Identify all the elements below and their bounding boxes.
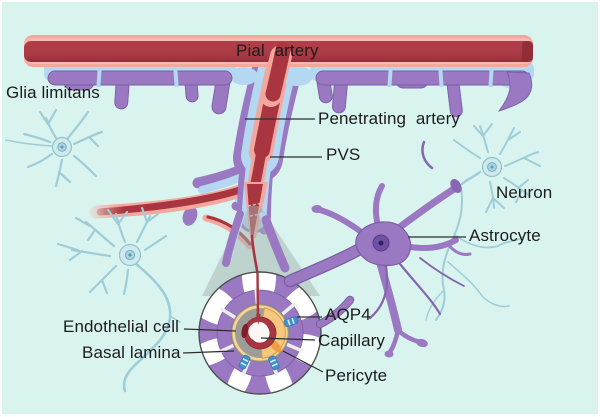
label-pial-artery: Pial artery — [236, 41, 319, 60]
leader-pericyte — [282, 350, 324, 373]
leader-basal-lamina — [182, 350, 235, 354]
label-aqp4: AQP4 — [325, 305, 371, 324]
label-pvs: PVS — [326, 145, 361, 164]
label-endothelial-cell: Endothelial cell — [63, 317, 179, 336]
astrocyte-cell — [283, 140, 472, 358]
endothelial-nucleus — [241, 323, 249, 339]
glia-limitans-band — [47, 69, 533, 118]
inset-circle-border — [198, 271, 322, 395]
magnifier-cone — [202, 206, 320, 296]
aqp4-channel — [238, 354, 251, 370]
axon — [435, 187, 463, 321]
label-glia-limitans: Glia limitans — [6, 83, 100, 102]
astrocyte-endfoot — [450, 179, 462, 193]
capillary-cross-section — [198, 271, 322, 395]
leader-capillary — [260, 337, 316, 341]
label-pericyte: Pericyte — [325, 366, 388, 385]
aqp4-channel — [283, 316, 299, 328]
label-neuron: Neuron — [496, 183, 553, 202]
axon — [122, 262, 172, 393]
glia-end-hook — [497, 71, 533, 112]
aqp4-channel — [268, 355, 280, 371]
label-basal-lamina: Basal lamina — [82, 343, 181, 362]
label-capillary: Capillary — [318, 331, 386, 350]
leader-lines — [182, 118, 466, 373]
sheath-wisps — [222, 206, 290, 276]
capillary-lumen — [248, 321, 269, 342]
capillary-stem — [250, 234, 259, 276]
artery-junction — [260, 42, 292, 107]
leader-endothelial-cell — [183, 328, 237, 332]
capillary-entry — [256, 272, 260, 321]
label-penetrating-artery: Penetrating artery — [318, 109, 460, 128]
aqp4-channels — [238, 316, 299, 371]
neuron-top-left — [5, 108, 104, 188]
glia-band-gaps — [96, 69, 494, 88]
neuron-bottom-left — [56, 206, 181, 393]
neuron-right — [425, 123, 541, 321]
label-astrocyte: Astrocyte — [469, 226, 541, 245]
